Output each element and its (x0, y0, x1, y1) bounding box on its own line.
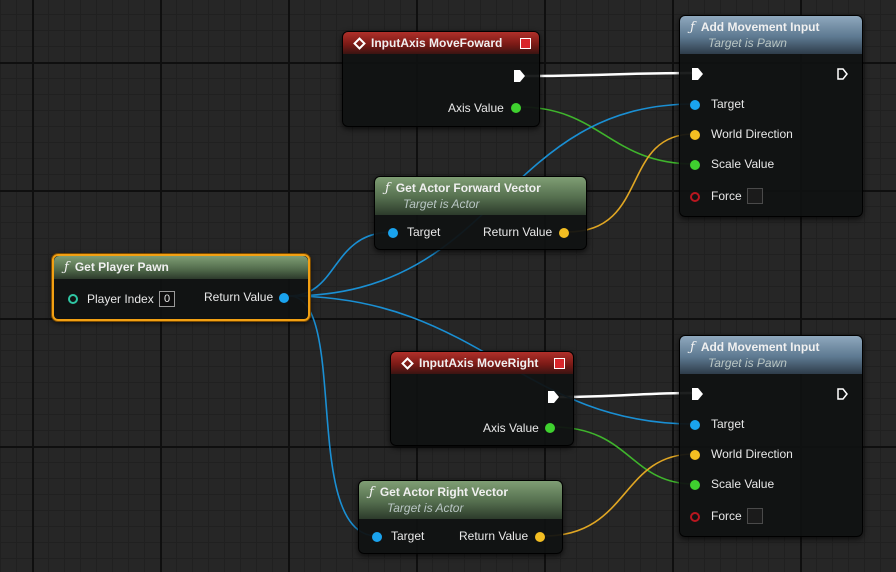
axis-value-label: Axis Value (448, 101, 504, 115)
node-subtitle: Target is Actor (403, 197, 480, 211)
target-pin[interactable] (372, 532, 382, 542)
node-header[interactable]: ƒ Add Movement Input Target is Pawn (680, 16, 862, 54)
return-value-pin[interactable] (535, 532, 545, 542)
exec-wire-forward (521, 71, 695, 78)
exec-input-pin[interactable] (692, 68, 703, 80)
return-value-pin[interactable] (279, 293, 289, 303)
node-header[interactable]: InputAxis MoveFoward (343, 32, 539, 54)
return-value-label: Return Value (459, 529, 529, 543)
exec-wire-right (559, 391, 695, 399)
world-direction-pin[interactable] (690, 450, 700, 460)
node-title: Get Actor Forward Vector (395, 181, 541, 195)
node-title: Get Player Pawn (74, 260, 169, 274)
scale-value-pin[interactable] (690, 480, 700, 490)
node-header[interactable]: InputAxis MoveRight (391, 352, 573, 374)
function-icon: ƒ (690, 20, 695, 35)
node-title: Add Movement Input (700, 20, 820, 34)
exec-output-pin[interactable] (548, 391, 559, 403)
force-label: Force (711, 509, 742, 523)
axis-wire-right (552, 426, 695, 485)
world-direction-label: World Direction (711, 127, 793, 141)
exec-output-pin[interactable] (837, 68, 848, 80)
player-index-pin[interactable] (68, 294, 78, 304)
scale-value-label: Scale Value (711, 477, 775, 491)
function-icon: ƒ (690, 340, 695, 355)
node-inputaxis-moveright[interactable]: InputAxis MoveRight Axis Value (390, 351, 574, 446)
node-header[interactable]: ƒ Add Movement Input Target is Pawn (680, 336, 862, 374)
target-label: Target (711, 97, 745, 111)
function-icon: ƒ (369, 485, 374, 500)
axis-wire-forward (519, 106, 695, 165)
node-header[interactable]: ƒ Get Actor Right Vector Target is Actor (359, 481, 562, 519)
node-header[interactable]: ƒ Get Actor Forward Vector Target is Acto… (375, 177, 586, 215)
exec-input-pin[interactable] (692, 388, 703, 400)
node-title: Get Actor Right Vector (379, 485, 509, 499)
node-get-actor-forward-vector[interactable]: ƒ Get Actor Forward Vector Target is Acto… (374, 176, 587, 250)
force-pin[interactable] (690, 512, 700, 522)
scale-value-pin[interactable] (690, 160, 700, 170)
scale-value-label: Scale Value (711, 157, 775, 171)
return-value-pin[interactable] (559, 228, 569, 238)
world-direction-label: World Direction (711, 447, 793, 461)
axis-value-pin[interactable] (545, 423, 555, 433)
target-label: Target (407, 225, 441, 239)
function-icon: ƒ (385, 181, 390, 196)
node-title: Add Movement Input (700, 340, 820, 354)
return-value-label: Return Value (483, 225, 553, 239)
exec-output-pin[interactable] (837, 388, 848, 400)
delegate-icon (520, 38, 531, 49)
target-pin[interactable] (690, 420, 700, 430)
axis-value-label: Axis Value (483, 421, 539, 435)
node-subtitle: Target is Pawn (708, 356, 787, 370)
node-subtitle: Target is Pawn (708, 36, 787, 50)
force-label: Force (711, 189, 742, 203)
player-index-label: Player Index (87, 292, 154, 306)
node-add-movement-input-2[interactable]: ƒ Add Movement Input Target is Pawn Targe… (679, 335, 863, 537)
node-title: InputAxis MoveFoward (371, 36, 503, 50)
node-title: InputAxis MoveRight (419, 356, 539, 370)
node-inputaxis-moveforward[interactable]: InputAxis MoveFoward Axis Value (342, 31, 540, 127)
vector-wire-right (543, 453, 695, 537)
world-direction-pin[interactable] (690, 130, 700, 140)
event-diamond-icon (353, 37, 366, 50)
axis-value-pin[interactable] (511, 103, 521, 113)
force-checkbox[interactable] (747, 188, 763, 204)
return-value-label: Return Value (204, 290, 274, 304)
target-pin[interactable] (388, 228, 398, 238)
event-diamond-icon (401, 357, 414, 370)
node-add-movement-input-1[interactable]: ƒ Add Movement Input Target is Pawn Targe… (679, 15, 863, 217)
target-pin[interactable] (690, 100, 700, 110)
node-get-player-pawn[interactable]: ƒ Get Player Pawn Player Index 0 Return V… (52, 254, 310, 321)
function-icon: ƒ (64, 260, 69, 275)
exec-output-pin[interactable] (514, 70, 525, 82)
target-label: Target (391, 529, 425, 543)
node-subtitle: Target is Actor (387, 501, 464, 515)
target-label: Target (711, 417, 745, 431)
force-pin[interactable] (690, 192, 700, 202)
force-checkbox[interactable] (747, 508, 763, 524)
delegate-icon (554, 358, 565, 369)
node-header[interactable]: ƒ Get Player Pawn (54, 256, 308, 279)
player-index-input[interactable]: 0 (159, 291, 175, 307)
